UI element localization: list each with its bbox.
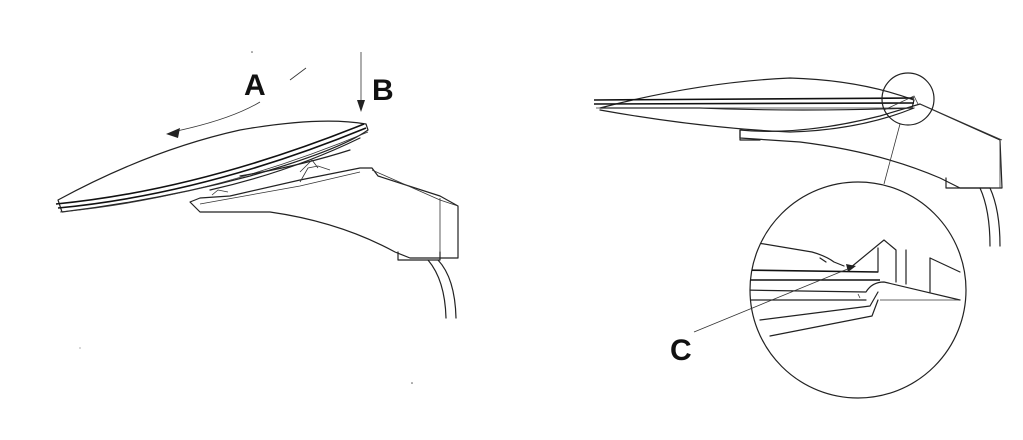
left-pole: [427, 259, 457, 319]
left-lamp-cover: [55, 120, 369, 213]
left-housing: [189, 165, 459, 261]
right-view: C: [593, 72, 1003, 399]
left-view: A B: [55, 52, 459, 319]
pointer-c: [693, 264, 856, 333]
right-housing: [739, 103, 1003, 189]
arrow-a: [166, 67, 307, 138]
detail-magnifier: [749, 181, 967, 399]
arrow-b: [357, 52, 365, 112]
right-lamp-cover: [593, 77, 919, 133]
scan-specks: [79, 51, 413, 384]
label-b: B: [372, 74, 394, 107]
right-pole: [979, 187, 1001, 247]
label-a: A: [244, 69, 266, 102]
detail-leader-line: [883, 123, 901, 185]
detail-marker-circle: [881, 72, 935, 126]
label-c: C: [670, 334, 692, 367]
